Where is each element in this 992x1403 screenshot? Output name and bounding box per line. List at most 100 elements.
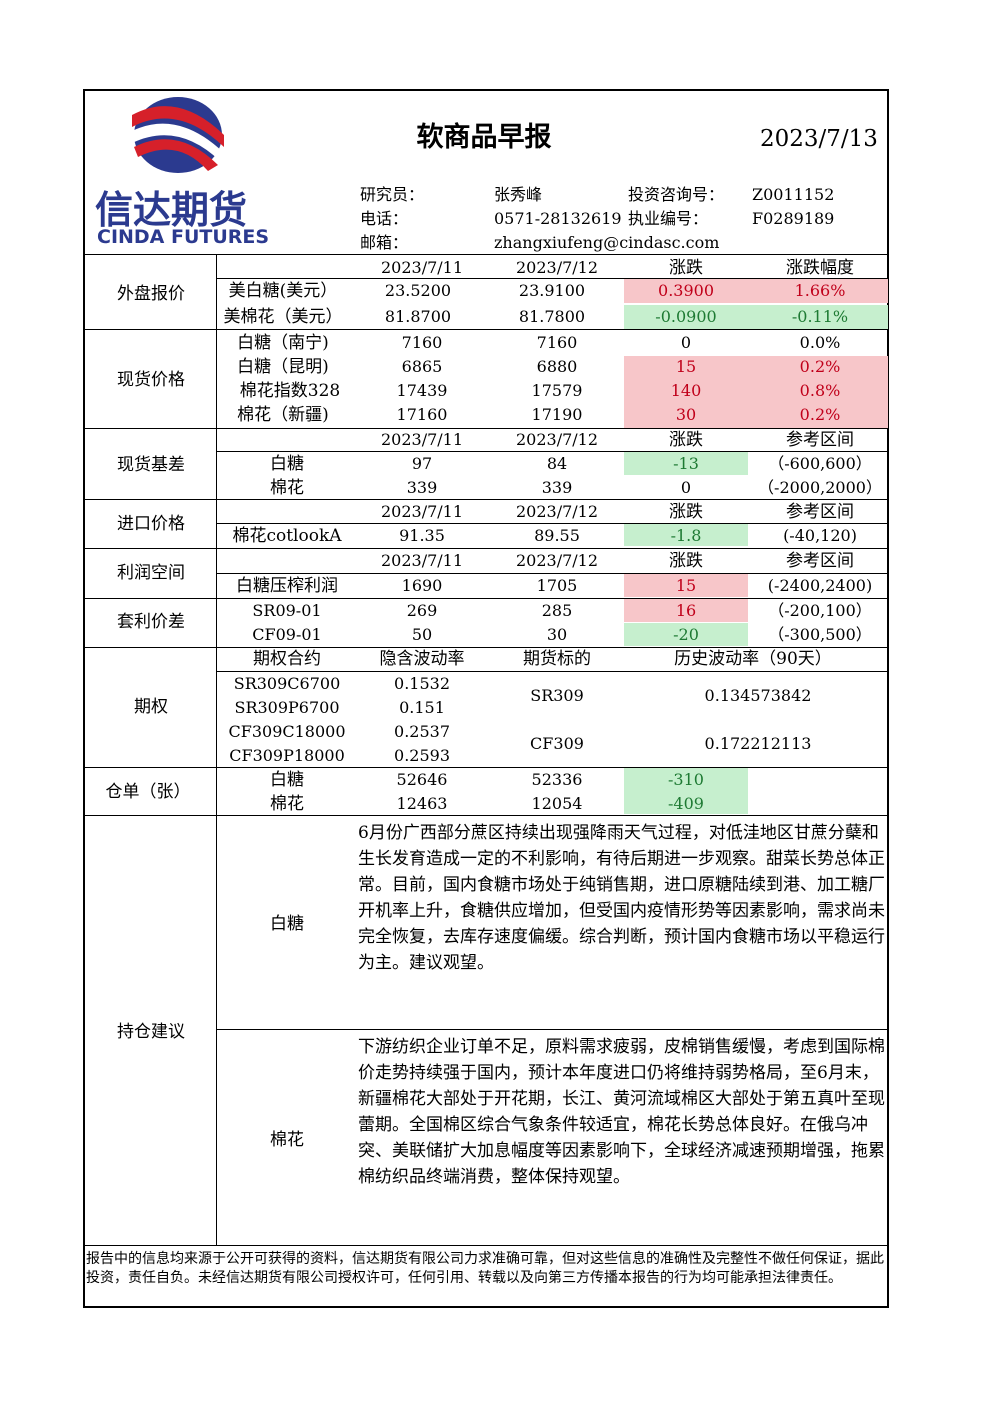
cell-value: 17190 xyxy=(531,405,583,424)
change-pct: 1.66% xyxy=(794,281,846,300)
change-value: -13 xyxy=(673,454,699,473)
implied-vol: 0.2593 xyxy=(394,746,450,765)
page-title: 软商品早报 xyxy=(416,122,552,153)
col-header: 期权合约 xyxy=(253,649,321,669)
divider xyxy=(84,1245,889,1246)
advice-cotton-label: 棉花 xyxy=(270,1130,304,1150)
cell-value: 91.35 xyxy=(399,526,445,545)
cell-value: 50 xyxy=(411,625,433,644)
consult-label: 投资咨询号： xyxy=(628,185,725,204)
section-basis: 现货基差 xyxy=(117,455,185,475)
col-header: 历史波动率（90天） xyxy=(674,649,832,669)
down-cell xyxy=(624,623,748,646)
up-cell xyxy=(624,574,748,597)
divider xyxy=(217,523,889,524)
cell-value: 84 xyxy=(546,454,568,473)
col-header: 涨跌幅度 xyxy=(786,258,854,278)
up-cell xyxy=(748,356,888,428)
logo-cn: 信达期货 xyxy=(95,188,248,232)
divider xyxy=(84,499,889,500)
row-label: 棉花 xyxy=(270,794,304,814)
cell-value: 52646 xyxy=(396,770,448,789)
report-frame xyxy=(83,89,889,1308)
col-header: 涨跌 xyxy=(669,258,703,278)
row-label: 白糖 xyxy=(270,454,304,474)
cell-value: 339 xyxy=(541,478,573,497)
cell-value: 30 xyxy=(546,625,568,644)
divider xyxy=(216,254,217,1245)
section-profit: 利润空间 xyxy=(117,563,185,583)
license-label: 执业编号： xyxy=(628,209,709,228)
change-value: 140 xyxy=(670,381,702,400)
row-label: 棉花（新疆) xyxy=(237,405,329,425)
change-pct: 0.2% xyxy=(799,357,841,376)
historical-vol: 0.172212113 xyxy=(704,734,812,753)
col-header: 参考区间 xyxy=(786,551,854,571)
col-header: 参考区间 xyxy=(786,430,854,450)
col-header: 涨跌 xyxy=(669,430,703,450)
change-pct: 0.2% xyxy=(799,405,841,424)
col-header: 2023/7/11 xyxy=(380,430,464,449)
cell-value: 17160 xyxy=(396,405,448,424)
row-label: 美白糖(美元） xyxy=(228,281,338,301)
row-label: 美棉花（美元） xyxy=(223,307,343,327)
report-date: 2023/7/13 xyxy=(760,126,878,152)
change-value: 30 xyxy=(675,405,697,424)
up-cell xyxy=(624,599,748,622)
license-no: F0289189 xyxy=(752,209,835,228)
row-label: SR09-01 xyxy=(252,601,322,620)
cell-value: 7160 xyxy=(401,333,443,352)
divider xyxy=(217,451,889,452)
change-pct: -0.11% xyxy=(791,307,849,326)
researcher-label: 研究员： xyxy=(360,185,425,204)
col-header: 2023/7/12 xyxy=(515,258,599,277)
col-header: 隐含波动率 xyxy=(379,649,465,669)
change-value: 0 xyxy=(680,333,692,352)
researcher-name: 张秀峰 xyxy=(494,185,543,204)
divider xyxy=(217,573,889,574)
cell-value: 81.7800 xyxy=(518,307,586,326)
col-header: 参考区间 xyxy=(786,502,854,522)
down-cell xyxy=(624,305,748,329)
disclaimer: 报告中的信息均来源于公开可获得的资料，信达期货有限公司力求准确可靠，但对这些信息… xyxy=(86,1251,884,1286)
email-link[interactable]: zhangxiufeng@cindasc.com xyxy=(494,233,720,252)
futures-underlying: SR309 xyxy=(530,686,584,705)
divider xyxy=(84,254,889,255)
up-cell xyxy=(624,356,748,428)
divider xyxy=(217,1029,889,1030)
reference-range: (-2400,2400) xyxy=(767,576,873,595)
divider xyxy=(84,428,889,429)
implied-vol: 0.2537 xyxy=(394,722,450,741)
advice-sugar-text: 6月份广西部分蔗区持续出现强降雨天气过程，对低洼地区甘蔗分蘖和生长发育造成一定的… xyxy=(358,823,885,973)
futures-underlying: CF309 xyxy=(530,734,584,753)
down-cell xyxy=(624,524,748,546)
reference-range: （-2000,2000） xyxy=(758,478,882,497)
change-value: 15 xyxy=(675,357,697,376)
section-overseas: 外盘报价 xyxy=(117,284,185,304)
col-header: 2023/7/12 xyxy=(515,502,599,521)
row-label: CF09-01 xyxy=(252,625,322,644)
phone-label: 电话： xyxy=(360,209,409,228)
section-warehouse: 仓单（张） xyxy=(105,782,191,802)
implied-vol: 0.1532 xyxy=(394,674,450,693)
cell-value: 17439 xyxy=(396,381,448,400)
cell-value: 6880 xyxy=(536,357,578,376)
cinda-logo-icon xyxy=(132,97,224,173)
consult-no: Z0011152 xyxy=(752,185,835,204)
row-label: 白糖（南宁) xyxy=(237,333,329,353)
col-header: 2023/7/11 xyxy=(380,502,464,521)
divider xyxy=(217,278,889,279)
row-label: 棉花 xyxy=(270,478,304,498)
cell-value: 6865 xyxy=(401,357,443,376)
logo-en: CINDA FUTURES xyxy=(97,226,270,248)
change-value: -20 xyxy=(673,625,699,644)
change-value: 15 xyxy=(675,576,697,595)
divider xyxy=(217,671,889,672)
row-label: 白糖（昆明) xyxy=(237,357,329,377)
reference-range: （-600,600） xyxy=(768,454,872,473)
down-cell xyxy=(748,305,888,329)
implied-vol: 0.151 xyxy=(399,698,445,717)
change-value: -409 xyxy=(668,794,704,813)
col-header: 2023/7/11 xyxy=(380,258,464,277)
change-value: 16 xyxy=(675,601,697,620)
